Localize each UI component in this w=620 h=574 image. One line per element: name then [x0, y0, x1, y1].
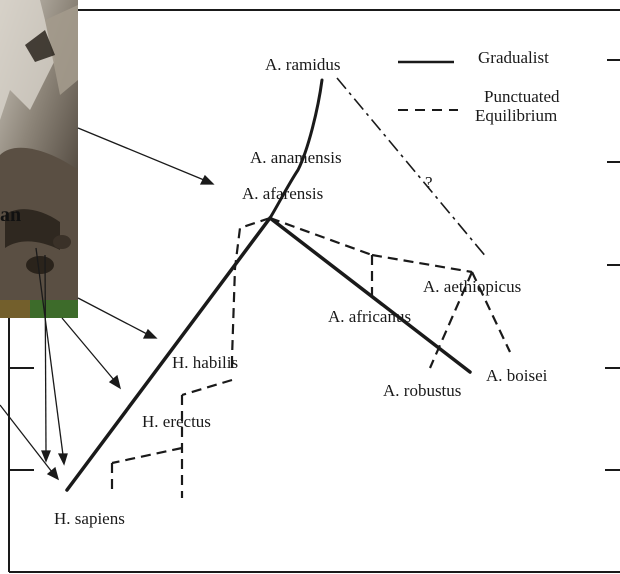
species-label-africanus: A. africanus [328, 307, 411, 326]
pointer-arrow [62, 318, 114, 380]
dash-dot-line [337, 78, 487, 258]
gradualist-lineages [67, 80, 470, 490]
legend-gradualist-label: Gradualist [478, 48, 549, 67]
afarensis-to-sapiens-line [67, 218, 270, 490]
afarensis-to-africanus-branch-dash [270, 218, 372, 255]
pointer-arrow [0, 405, 52, 472]
arrowhead [42, 451, 50, 461]
species-label-erectus: H. erectus [142, 412, 211, 431]
arrowhead [144, 330, 156, 338]
legend-punctuated-label-line2: Equilibrium [475, 106, 557, 125]
species-label-anamensis: A. anamensis [250, 148, 342, 167]
arrowhead [201, 176, 213, 184]
uncertainty-question-mark: ? [425, 173, 433, 192]
to-aethiopicus-dash [372, 255, 472, 272]
species-label-ramidus: A. ramidus [265, 55, 341, 74]
skull-eye-socket [53, 235, 71, 249]
species-label-habilis: H. habilis [172, 353, 238, 372]
pointer-arrow [78, 128, 204, 180]
arrowhead [59, 454, 67, 464]
afarensis-to-habilis-dash [232, 218, 270, 358]
skull-eye-socket [26, 256, 54, 274]
ramidus-aethiopicus-link: ? [337, 78, 487, 258]
species-label-boisei: A. boisei [486, 366, 548, 385]
legend: Gradualist Punctuated Equilibrium [398, 48, 560, 125]
species-label-aethiopicus: A. aethiopicus [423, 277, 521, 296]
pointer-arrow [78, 298, 147, 334]
species-label-robustus: A. robustus [383, 381, 461, 400]
habilis-to-erectus-dash [182, 380, 232, 395]
species-label-sapiens: H. sapiens [54, 509, 125, 528]
erectus-to-sapiens-dash [112, 448, 182, 463]
legend-punctuated-label-line1: Punctuated [484, 87, 560, 106]
species-label-afarensis: A. afarensis [242, 184, 323, 203]
photo-caption-fragment: an [0, 204, 21, 226]
soil-patch [0, 300, 30, 318]
species-labels: A. ramidus A. anamensis A. afarensis A. … [54, 55, 548, 528]
